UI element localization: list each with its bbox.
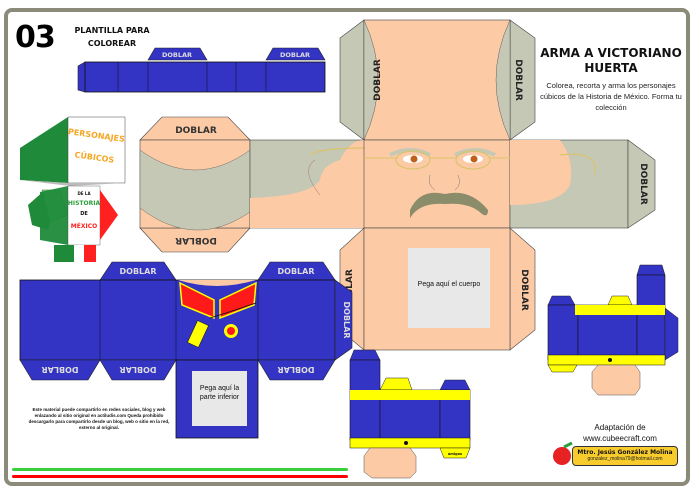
page-subtitle: Colorea, recorta y arma los personajes c…	[540, 81, 682, 112]
fold-tab	[77, 61, 86, 93]
fold-label: DOBLAR	[342, 302, 351, 339]
glue-body-label: Pega aquí el cuerpo	[417, 281, 481, 288]
fold-label: DOBLAR	[120, 267, 157, 276]
green-line	[12, 468, 348, 471]
fold-label: DOBLAR	[638, 163, 648, 205]
small-tab-label: amigos	[448, 452, 462, 456]
page-title: ARMA A VICTORIANO HUERTA	[540, 46, 682, 75]
logo-text: MÉXICO	[71, 222, 97, 230]
template-number: 03	[15, 20, 56, 55]
fold-label: DOBLAR	[513, 59, 523, 101]
logo-text: DE	[80, 211, 88, 217]
top-strip-piece: DOBLAR DOBLAR	[77, 47, 326, 93]
fold-label: DOBLAR	[175, 126, 217, 136]
head-bottom-piece: DOBLAR DOBLAR	[339, 227, 536, 351]
disclaimer-text: Este material puede compartirlo en redes…	[28, 407, 170, 430]
body-piece: DOBLAR DOBLAR DOBLAR DOBLAR DOBLAR DOBLA…	[19, 261, 353, 439]
lower-piece-center: amigos	[349, 349, 471, 479]
fold-label: DOBLAR	[120, 365, 157, 374]
fold-label: DOBLAR	[42, 365, 79, 374]
author-name: Mtro. Jesús González Molina	[577, 449, 673, 456]
head-band-piece: DOBLAR DOBLAR DOBLAR	[139, 116, 656, 253]
fold-tab	[147, 47, 208, 61]
head-top-piece: DOBLAR DOBLAR	[339, 19, 536, 141]
fold-label: DOBLAR	[278, 365, 315, 374]
logo-text: DE LA	[77, 191, 91, 196]
logo-text: HISTORIA	[68, 200, 101, 207]
credit-block: Adaptación de www.cubeecraft.com	[560, 422, 680, 444]
adaptation-label: Adaptación de	[594, 423, 646, 432]
glue-lower-label: Pega aquí la parte inferior	[199, 385, 240, 401]
personajes-cubicos-logo: PERSONAJES CÚBICOS DE LA HISTORIA DE MÉX…	[20, 116, 126, 262]
red-line	[12, 475, 348, 478]
fold-label: DOBLAR	[175, 235, 217, 245]
apple-icon	[553, 441, 573, 465]
author-badge: Mtro. Jesús González Molina gonzalez_mol…	[572, 446, 678, 466]
fold-label: DOBLAR	[345, 269, 355, 311]
fold-label: DOBLAR	[162, 51, 192, 59]
template-label: PLANTILLA PARA COLOREAR	[74, 26, 150, 48]
fold-label: DOBLAR	[519, 269, 529, 311]
fold-tab	[265, 47, 326, 61]
strip-body	[84, 61, 326, 93]
author-email[interactable]: gonzalez_molina79@hotmail.com	[587, 456, 663, 462]
fold-label: DOBLAR	[280, 51, 310, 59]
fold-label: DOBLAR	[278, 267, 315, 276]
source-site[interactable]: www.cubeecraft.com	[583, 434, 657, 443]
lower-piece-right	[547, 264, 679, 396]
fold-label: DOBLAR	[373, 59, 383, 101]
